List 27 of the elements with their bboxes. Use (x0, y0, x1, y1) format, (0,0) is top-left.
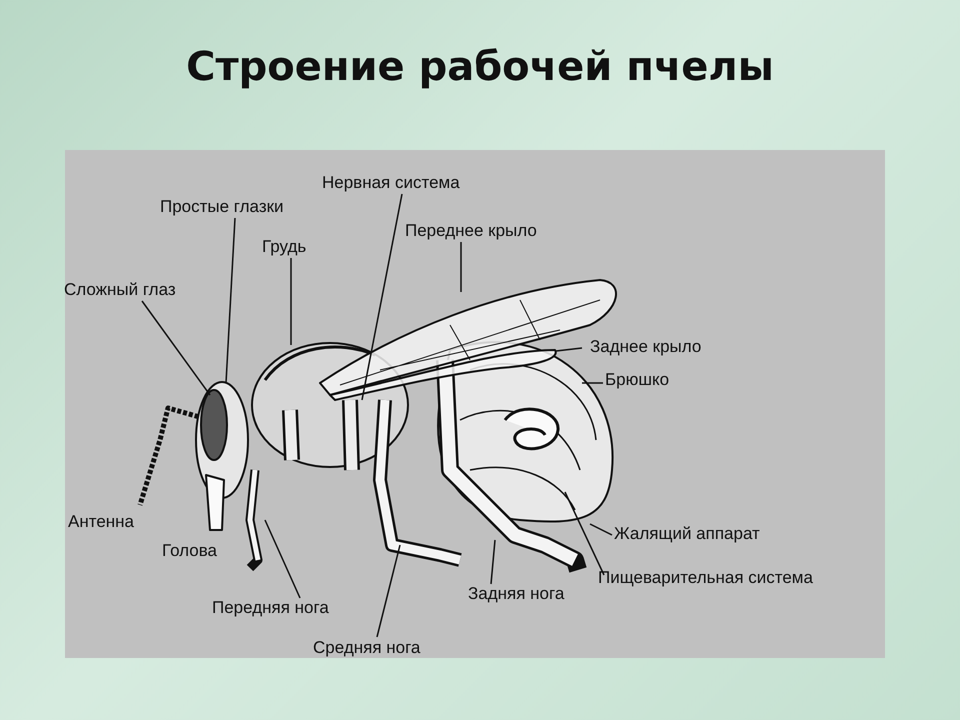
leader-line (141, 300, 211, 396)
leader-line (490, 540, 496, 584)
part-label: Простые глазки (160, 197, 284, 217)
part-label: Задняя нога (468, 584, 564, 604)
part-label: Переднее крыло (405, 221, 537, 241)
part-label: Голова (162, 541, 218, 561)
part-label: Заднее крыло (590, 337, 702, 357)
part-label: Пищеварительная система (598, 568, 813, 588)
leader-line (564, 492, 605, 576)
leader-line (264, 520, 301, 598)
leader-line (460, 242, 462, 292)
leader-line (582, 382, 603, 384)
part-label: Сложный глаз (64, 280, 176, 300)
part-label: Брюшко (605, 370, 670, 390)
part-label: Нервная система (322, 173, 460, 193)
leader-line (590, 523, 612, 536)
leader-line (290, 258, 292, 345)
leader-line (361, 194, 403, 400)
leader-line (376, 544, 401, 638)
page-title: Строение рабочей пчелы (186, 44, 774, 90)
leader-line (225, 218, 236, 384)
part-label: Грудь (262, 237, 306, 257)
part-label: Средняя нога (313, 638, 420, 658)
part-label: Антенна (68, 512, 134, 532)
leader-line (556, 347, 582, 352)
part-label: Передняя нога (212, 598, 329, 618)
part-label: Жалящий аппарат (614, 524, 760, 544)
